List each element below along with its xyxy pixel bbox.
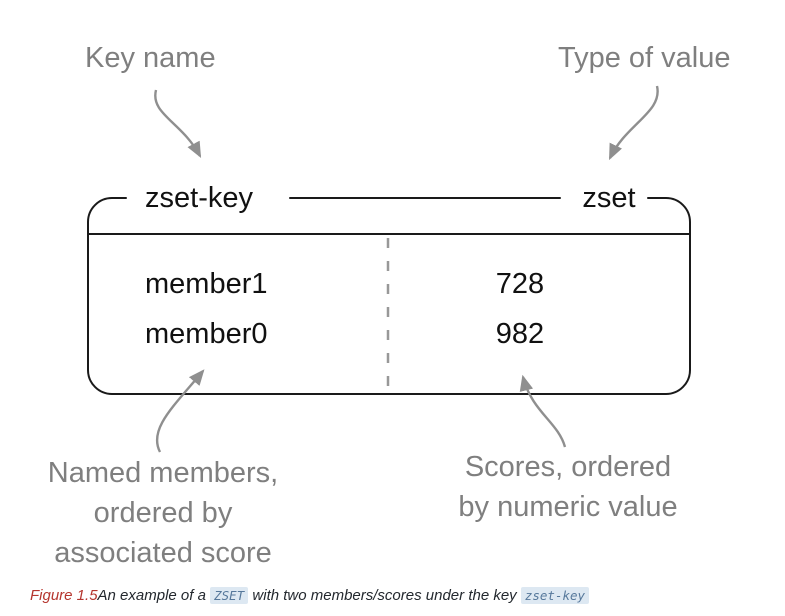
caption-inline-code-zset: ZSET bbox=[210, 587, 249, 604]
type-of-value-label: Type of value bbox=[558, 42, 731, 74]
scores-note: Scores, ordered by numeric value bbox=[458, 447, 677, 527]
members-note-arrow bbox=[155, 369, 205, 453]
member-score: 728 bbox=[495, 268, 545, 300]
scores-note-line: by numeric value bbox=[458, 491, 678, 523]
members-note-line: associated score bbox=[54, 537, 272, 569]
scores-note-line: Scores, ordered bbox=[464, 451, 672, 483]
caption-text: An example of a bbox=[97, 587, 211, 604]
members-note-line: ordered by bbox=[93, 497, 233, 529]
members-note-line: Named members, bbox=[47, 457, 279, 489]
figure-number: Figure 1.5 bbox=[30, 587, 98, 604]
key-name-arrow bbox=[154, 89, 202, 159]
scores-note-arrow bbox=[519, 374, 567, 448]
box-key-name: zset-key bbox=[145, 182, 253, 214]
key-name-label: Key name bbox=[85, 42, 216, 74]
box-outline bbox=[87, 197, 691, 395]
figure-caption: Figure 1.5An example of a ZSET with two … bbox=[30, 585, 590, 607]
type-of-value-arrow bbox=[608, 85, 659, 161]
member-name: member1 bbox=[145, 268, 268, 300]
box-value-type: zset bbox=[582, 182, 636, 214]
caption-inline-code-zset-key: zset-key bbox=[520, 587, 590, 604]
members-note: Named members, ordered by associated sco… bbox=[48, 453, 278, 573]
member-score: 982 bbox=[495, 318, 545, 350]
caption-text: with two members/scores under the key bbox=[248, 587, 521, 604]
member-name: member0 bbox=[145, 318, 268, 350]
